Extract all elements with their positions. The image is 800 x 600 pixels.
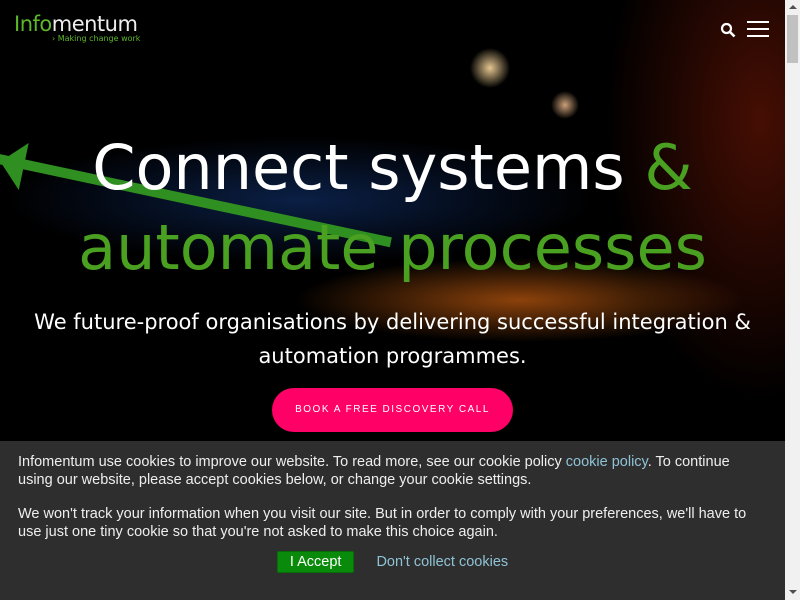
cookie-banner: Infomentum use cookies to improve our we…: [0, 441, 785, 600]
scrollbar[interactable]: [785, 0, 800, 600]
search-icon[interactable]: [720, 22, 736, 38]
scroll-up-icon[interactable]: [789, 5, 797, 9]
hero-title: Connect systems &automate processes: [0, 128, 785, 288]
title-line2: automate processes: [78, 211, 707, 284]
decline-cookies-link[interactable]: Don't collect cookies: [376, 554, 509, 570]
scroll-down-icon[interactable]: [789, 590, 797, 594]
book-discovery-call-button[interactable]: BOOK A FREE DISCOVERY CALL: [272, 388, 513, 432]
title-ampersand: &: [644, 131, 693, 204]
cookie-text-start: Infomentum use cookies to improve our we…: [18, 454, 566, 470]
cookie-policy-link[interactable]: cookie policy: [565, 454, 648, 470]
logo-suffix: mentum: [51, 12, 138, 36]
logo[interactable]: Infomentum › Making change work: [14, 12, 140, 43]
scrollbar-thumb[interactable]: [787, 15, 798, 63]
hamburger-icon[interactable]: [747, 21, 769, 37]
title-line1: Connect systems: [92, 131, 645, 204]
hero-subtitle: We future-proof organisations by deliver…: [34, 310, 751, 368]
cookie-text-end: . To continue using our website, please …: [18, 454, 730, 488]
accept-cookies-button[interactable]: I Accept: [276, 551, 355, 573]
cookie-text-1: Infomentum use cookies to improve our we…: [18, 453, 767, 489]
logo-prefix: Info: [14, 12, 52, 36]
logo-tagline: › Making change work: [52, 34, 141, 43]
cookie-text-2: We won't track your information when you…: [18, 506, 747, 540]
